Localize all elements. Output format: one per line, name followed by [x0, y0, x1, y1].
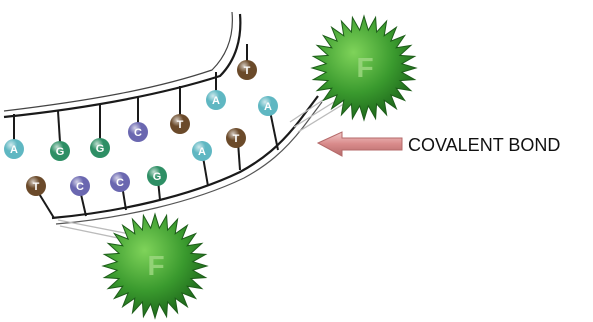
- svg-text:A: A: [10, 144, 18, 156]
- fluorophore-top: F: [312, 16, 416, 120]
- svg-text:A: A: [212, 95, 220, 107]
- lower-base-3: C: [110, 172, 130, 192]
- svg-text:G: G: [153, 171, 162, 183]
- fluorophore-bottom: F: [103, 214, 207, 318]
- upper-base-2: G: [50, 141, 70, 161]
- lower-backbone: [52, 96, 322, 224]
- svg-text:G: G: [96, 143, 105, 155]
- upper-base-5: T: [170, 114, 190, 134]
- svg-text:T: T: [33, 181, 40, 193]
- lower-base-4: G: [147, 166, 167, 186]
- lower-base-2: C: [70, 176, 90, 196]
- lower-base-7: A: [258, 96, 278, 116]
- svg-text:C: C: [116, 177, 124, 189]
- covalent-bond-arrow: [318, 132, 402, 156]
- lower-base-6: T: [226, 128, 246, 148]
- upper-base-6: A: [206, 90, 226, 110]
- lower-base-5: A: [192, 141, 212, 161]
- svg-text:T: T: [233, 133, 240, 145]
- lower-base-1: T: [26, 176, 46, 196]
- svg-text:C: C: [76, 181, 84, 193]
- upper-base-7: T: [237, 60, 257, 80]
- svg-text:A: A: [198, 146, 206, 158]
- svg-text:G: G: [56, 146, 65, 158]
- svg-text:T: T: [244, 65, 251, 77]
- svg-text:T: T: [177, 119, 184, 131]
- fluorophore-bottom-label: F: [147, 250, 164, 281]
- fluorophore-top-label: F: [356, 52, 373, 83]
- svg-text:A: A: [264, 101, 272, 113]
- upper-base-3: G: [90, 138, 110, 158]
- upper-backbone: [4, 12, 240, 117]
- lower-strand-stems: [38, 111, 278, 218]
- upper-base-4: C: [128, 122, 148, 142]
- svg-text:C: C: [134, 127, 142, 139]
- upper-base-1: A: [4, 139, 24, 159]
- covalent-bond-label: COVALENT BOND: [408, 135, 560, 155]
